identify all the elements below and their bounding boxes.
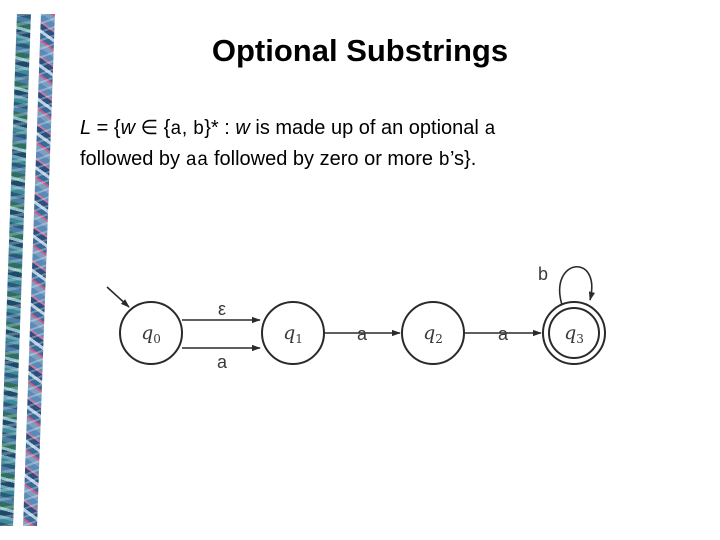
def-text-3: followed by zero or more xyxy=(208,148,439,170)
def-text-2: followed by xyxy=(80,148,186,170)
edge-label-epsilon: ε xyxy=(218,299,226,319)
var-w: w xyxy=(120,117,136,139)
state-q3-accepting: q3 xyxy=(542,301,606,365)
state-circle xyxy=(401,301,465,365)
start-arrow xyxy=(106,286,130,308)
state-q2: q2 xyxy=(401,301,465,365)
edge-label-q0-q1-a: a xyxy=(217,352,228,372)
def-eq: = { xyxy=(91,117,121,139)
state-circle xyxy=(261,301,325,365)
state-circle-inner xyxy=(548,307,600,359)
symbol-b-plural: b xyxy=(438,149,450,171)
slide-title: Optional Substrings xyxy=(211,33,509,68)
optional-a: a xyxy=(484,118,496,140)
symbol-b: b xyxy=(192,118,205,140)
set-name: L xyxy=(80,117,92,139)
var-w-2: w xyxy=(235,117,250,139)
edge-label-q1-q2: a xyxy=(357,324,368,344)
state-label: q3 xyxy=(564,322,584,346)
self-loop-q3 xyxy=(559,265,596,306)
language-definition: L = {w ∈ {a, b}* : w is made up of an op… xyxy=(80,113,700,175)
def-text-1: is made up of an optional xyxy=(249,117,485,139)
state-label: q2 xyxy=(423,322,443,346)
state-q1: q1 xyxy=(261,301,325,365)
def-tail: ’s}. xyxy=(449,148,477,170)
string-aa: aa xyxy=(185,149,209,171)
state-circle xyxy=(119,301,183,365)
symbol-a: a xyxy=(170,118,182,140)
edge-label-q2-q3: a xyxy=(498,324,509,344)
def-comma: , xyxy=(181,117,193,139)
state-label: q1 xyxy=(283,322,303,346)
def-star-colon: }* : xyxy=(204,117,236,139)
edge-label-loop-b: b xyxy=(538,264,548,284)
state-label: q0 xyxy=(141,322,161,346)
state-q0: q0 xyxy=(119,301,183,365)
def-elem: ∈ { xyxy=(135,117,171,139)
